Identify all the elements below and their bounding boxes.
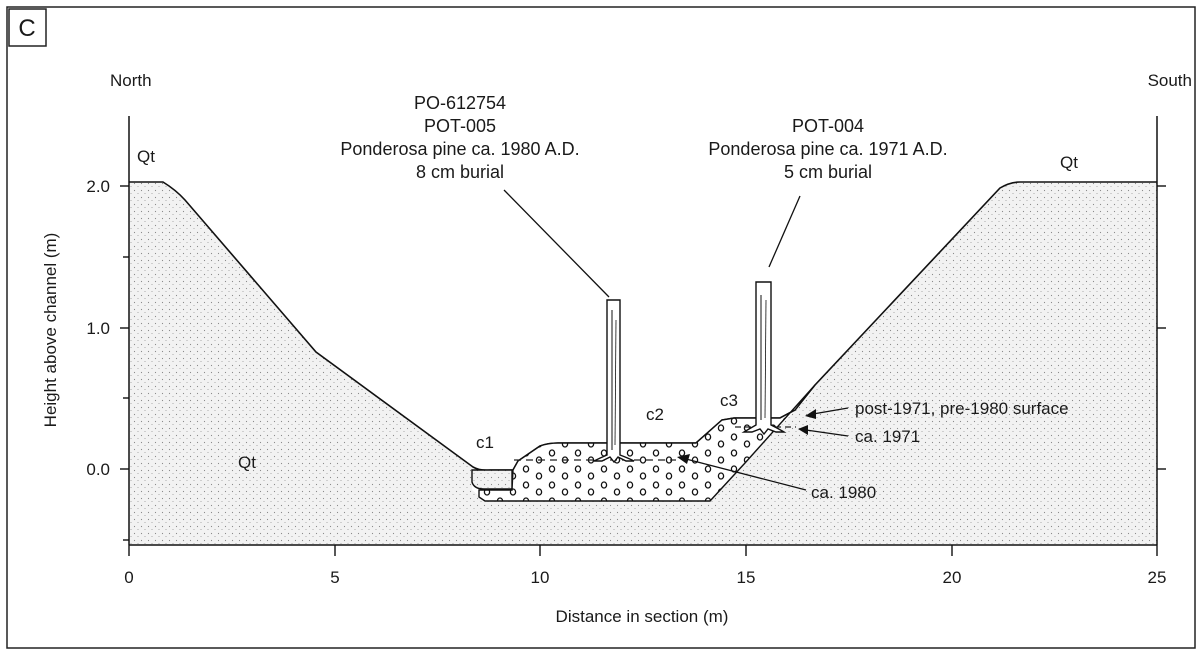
axes: [128, 116, 1158, 546]
label-ca1971: ca. 1971: [855, 427, 920, 446]
x-axis-ticks: [128, 545, 1158, 556]
x-tick-label: 15: [737, 568, 756, 587]
y-tick-label: 1.0: [86, 319, 110, 338]
panel-label: C: [18, 15, 35, 42]
x-tick-label: 5: [330, 568, 339, 587]
deposit-label-c2: c2: [646, 405, 664, 424]
gravel-deposit-c2-c3: [478, 384, 816, 502]
svg-text:Ponderosa pine ca. 1980 A.D.: Ponderosa pine ca. 1980 A.D.: [340, 139, 579, 159]
deposit-c1: [471, 469, 513, 490]
svg-text:PO-612754: PO-612754: [414, 93, 506, 113]
x-tick-labels: 0 5 10 15 20 25: [124, 568, 1166, 587]
tree-1-leader-line: [503, 189, 610, 298]
unit-label-qt-left: Qt: [137, 147, 155, 166]
label-post1971-surface: post-1971, pre-1980 surface: [855, 399, 1069, 418]
y-axis-title: Height above channel (m): [41, 233, 60, 428]
x-tick-label: 25: [1148, 568, 1167, 587]
y-axis-ticks: [120, 185, 1166, 541]
surface-arrows: [677, 407, 849, 491]
x-tick-label: 0: [124, 568, 133, 587]
tree-1-ponderosa-pine: [593, 299, 635, 464]
south-label: South: [1148, 71, 1192, 90]
y-tick-label: 0.0: [86, 460, 110, 479]
y-tick-label: 2.0: [86, 177, 110, 196]
unit-label-qt-right: Qt: [1060, 153, 1078, 172]
deposit-label-c3: c3: [720, 391, 738, 410]
svg-text:5 cm burial: 5 cm burial: [784, 162, 872, 182]
label-ca1980: ca. 1980: [811, 483, 876, 502]
x-axis-title: Distance in section (m): [556, 607, 729, 626]
tree-2-ponderosa-pine: [741, 281, 787, 436]
terrace-fill-qt: [129, 182, 1157, 545]
tree-2-leader-line: [768, 195, 801, 268]
y-tick-labels: 0.0 1.0 2.0: [86, 177, 110, 479]
svg-text:POT-005: POT-005: [424, 116, 496, 136]
svg-text:8 cm burial: 8 cm burial: [416, 162, 504, 182]
unit-label-qt-lower: Qt: [238, 453, 256, 472]
svg-text:Ponderosa pine ca. 1971 A.D.: Ponderosa pine ca. 1971 A.D.: [708, 139, 947, 159]
north-label: North: [110, 71, 152, 90]
x-tick-label: 10: [531, 568, 550, 587]
tree-2-annotation: POT-004 Ponderosa pine ca. 1971 A.D. 5 c…: [708, 116, 947, 182]
tree-1-annotation: PO-612754 POT-005 Ponderosa pine ca. 198…: [340, 93, 579, 182]
x-tick-label: 20: [943, 568, 962, 587]
svg-text:POT-004: POT-004: [792, 116, 864, 136]
deposit-label-c1: c1: [476, 433, 494, 452]
panel-label-box: [8, 8, 47, 47]
